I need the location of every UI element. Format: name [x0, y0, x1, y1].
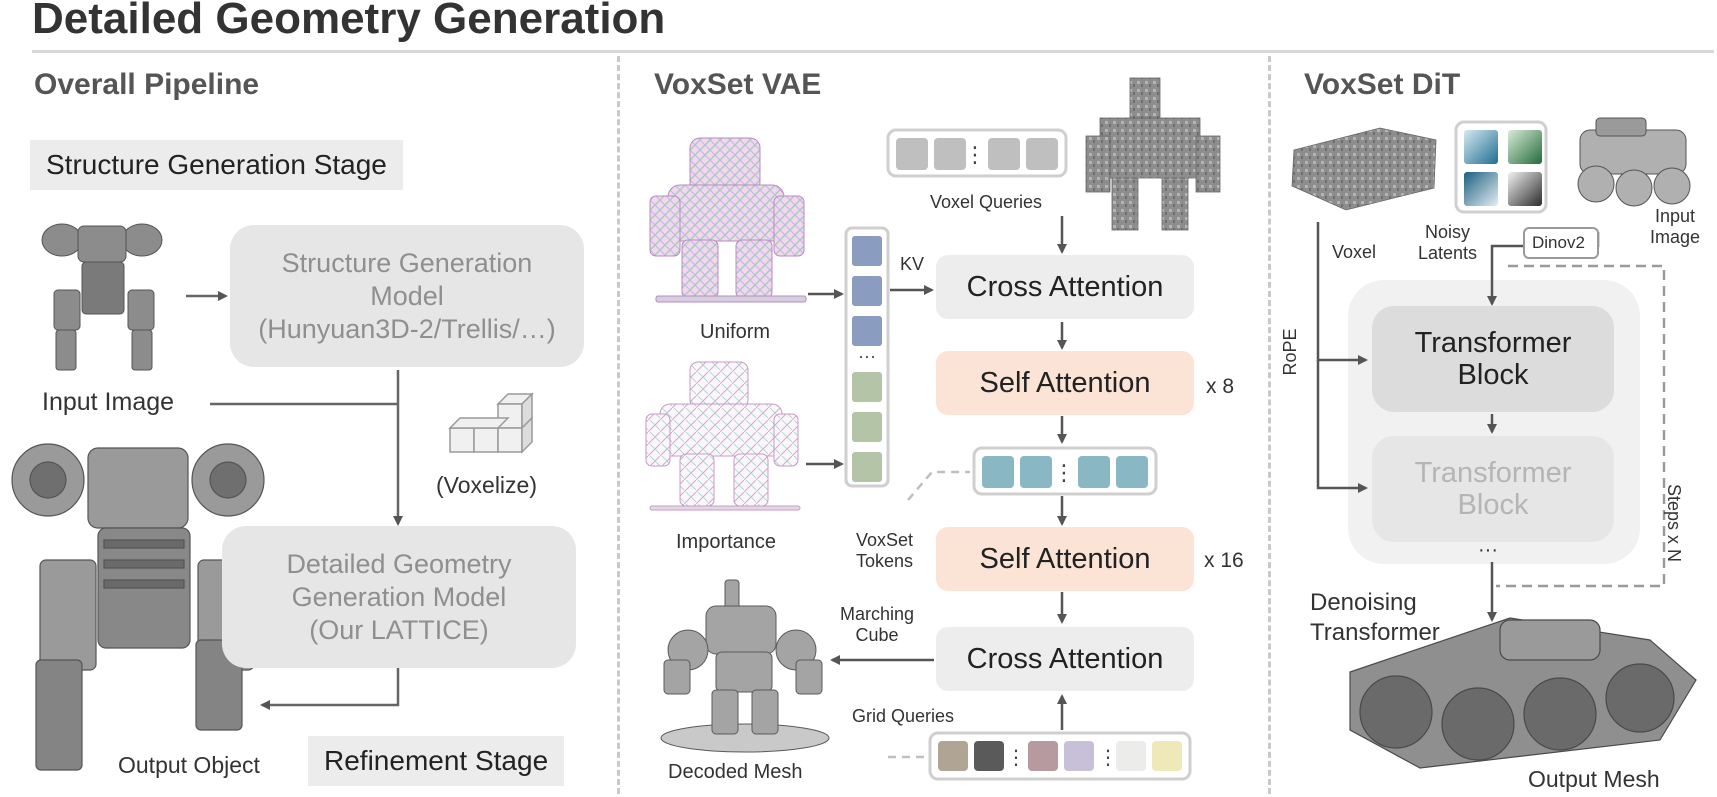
- voxset-tokens-label: VoxSet Tokens: [856, 530, 913, 572]
- output-object-label: Output Object: [118, 752, 260, 778]
- voxset-tokens-strip: ⋮: [972, 446, 1158, 496]
- cross-attention-top-block: Cross Attention: [936, 255, 1194, 319]
- output-mesh-label: Output Mesh: [1528, 766, 1660, 792]
- marching-cube-line-1: Marching: [840, 604, 915, 624]
- svg-text:⋮: ⋮: [964, 142, 986, 167]
- rope-label: RoPE: [1280, 328, 1300, 376]
- grid-queries-strip: ⋮ ⋮: [928, 731, 1192, 781]
- marching-cube-line-2: Cube: [855, 625, 899, 645]
- voxset-dit-heading: VoxSet DiT: [1304, 68, 1461, 101]
- x16-label: x 16: [1204, 549, 1244, 572]
- dit-input-tank-image: [1577, 117, 1691, 207]
- voxset-tokens-line-1: VoxSet: [856, 530, 914, 550]
- detailed-geometry-model-box: Detailed Geometry Generation Model (Our …: [222, 526, 576, 668]
- detail-model-line-2: Generation Model: [291, 581, 507, 612]
- uniform-label: Uniform: [700, 321, 771, 343]
- input-image-label: Input Image: [42, 388, 175, 416]
- section-divider-1: [617, 56, 620, 794]
- dit-voxel-image: [1291, 127, 1437, 211]
- transformer-1-line-2: Block: [1457, 359, 1529, 391]
- importance-mesh-image: [645, 361, 801, 511]
- dit-ellipsis: ···: [1478, 539, 1498, 561]
- structure-model-line-3: (Hunyuan3D-2/Trellis/…): [258, 313, 556, 344]
- section-divider-2: [1268, 56, 1271, 794]
- svg-text:⋮: ⋮: [1098, 747, 1118, 769]
- detail-model-line-1: Detailed Geometry: [286, 548, 512, 579]
- denoising-transformer-label: Denoising Transformer: [1310, 588, 1440, 648]
- structure-model-line-1: Structure Generation: [281, 247, 533, 278]
- voxset-tokens-line-2: Tokens: [856, 551, 914, 571]
- structure-model-line-2: Model: [370, 280, 444, 311]
- grid-queries-label: Grid Queries: [852, 706, 955, 726]
- figure-title: Detailed Geometry Generation: [32, 0, 666, 43]
- voxel-queries-strip: ⋮: [886, 128, 1068, 178]
- svg-text:⋮: ⋮: [1006, 747, 1026, 769]
- dinov2-label: Dinov2: [1532, 233, 1585, 252]
- steps-label: Steps x N: [1664, 484, 1684, 563]
- svg-text:⋮: ⋮: [1053, 460, 1075, 485]
- dit-input-image-line-2: Image: [1650, 227, 1701, 247]
- overall-pipeline-heading: Overall Pipeline: [34, 68, 260, 101]
- transformer-2-line-1: Transformer: [1414, 457, 1572, 489]
- voxelize-label: (Voxelize): [436, 472, 537, 498]
- dit-input-image-line-1: Input: [1654, 206, 1696, 226]
- title-underline: [32, 50, 1714, 53]
- dit-input-image-label: Input Image: [1650, 206, 1700, 248]
- noisy-latents-label: Noisy Latents: [1418, 222, 1477, 264]
- denoising-line-2: Transformer: [1310, 619, 1440, 646]
- self-attention-block-1: Self Attention: [936, 351, 1194, 415]
- refinement-stage-banner: Refinement Stage: [308, 736, 565, 786]
- uniform-mesh-image: [649, 137, 807, 303]
- denoising-line-1: Denoising: [1310, 589, 1417, 616]
- svg-text:···: ···: [858, 346, 876, 366]
- voxel-cubes-icon: [448, 392, 534, 454]
- decoded-mesh-image: [660, 579, 830, 753]
- detail-model-line-3: (Our LATTICE): [309, 614, 489, 645]
- noisy-latents-image: [1454, 120, 1548, 214]
- decoded-mesh-label: Decoded Mesh: [668, 761, 803, 783]
- kv-token-column: ···: [844, 226, 890, 488]
- transformer-2-line-2: Block: [1457, 489, 1529, 521]
- noisy-latents-line-2: Latents: [1418, 243, 1478, 263]
- voxset-vae-heading: VoxSet VAE: [654, 68, 822, 101]
- self-attention-block-2: Self Attention: [936, 527, 1194, 591]
- transformer-1-line-1: Transformer: [1414, 327, 1572, 359]
- voxel-robot-image: [1085, 77, 1221, 231]
- structure-stage-banner: Structure Generation Stage: [30, 140, 403, 190]
- input-robot-image: [41, 223, 163, 371]
- kv-label: KV: [900, 254, 925, 274]
- transformer-block-1: Transformer Block: [1372, 306, 1614, 412]
- cross-attention-bottom-block: Cross Attention: [936, 627, 1194, 691]
- structure-generation-model-box: Structure Generation Model (Hunyuan3D-2/…: [230, 225, 584, 367]
- noisy-latents-line-1: Noisy: [1425, 222, 1471, 242]
- voxel-queries-label: Voxel Queries: [930, 192, 1043, 212]
- transformer-block-2: Transformer Block: [1372, 436, 1614, 542]
- importance-label: Importance: [676, 531, 777, 553]
- marching-cube-label: Marching Cube: [840, 604, 914, 646]
- x8-label: x 8: [1206, 375, 1235, 398]
- voxel-label: Voxel: [1332, 242, 1377, 262]
